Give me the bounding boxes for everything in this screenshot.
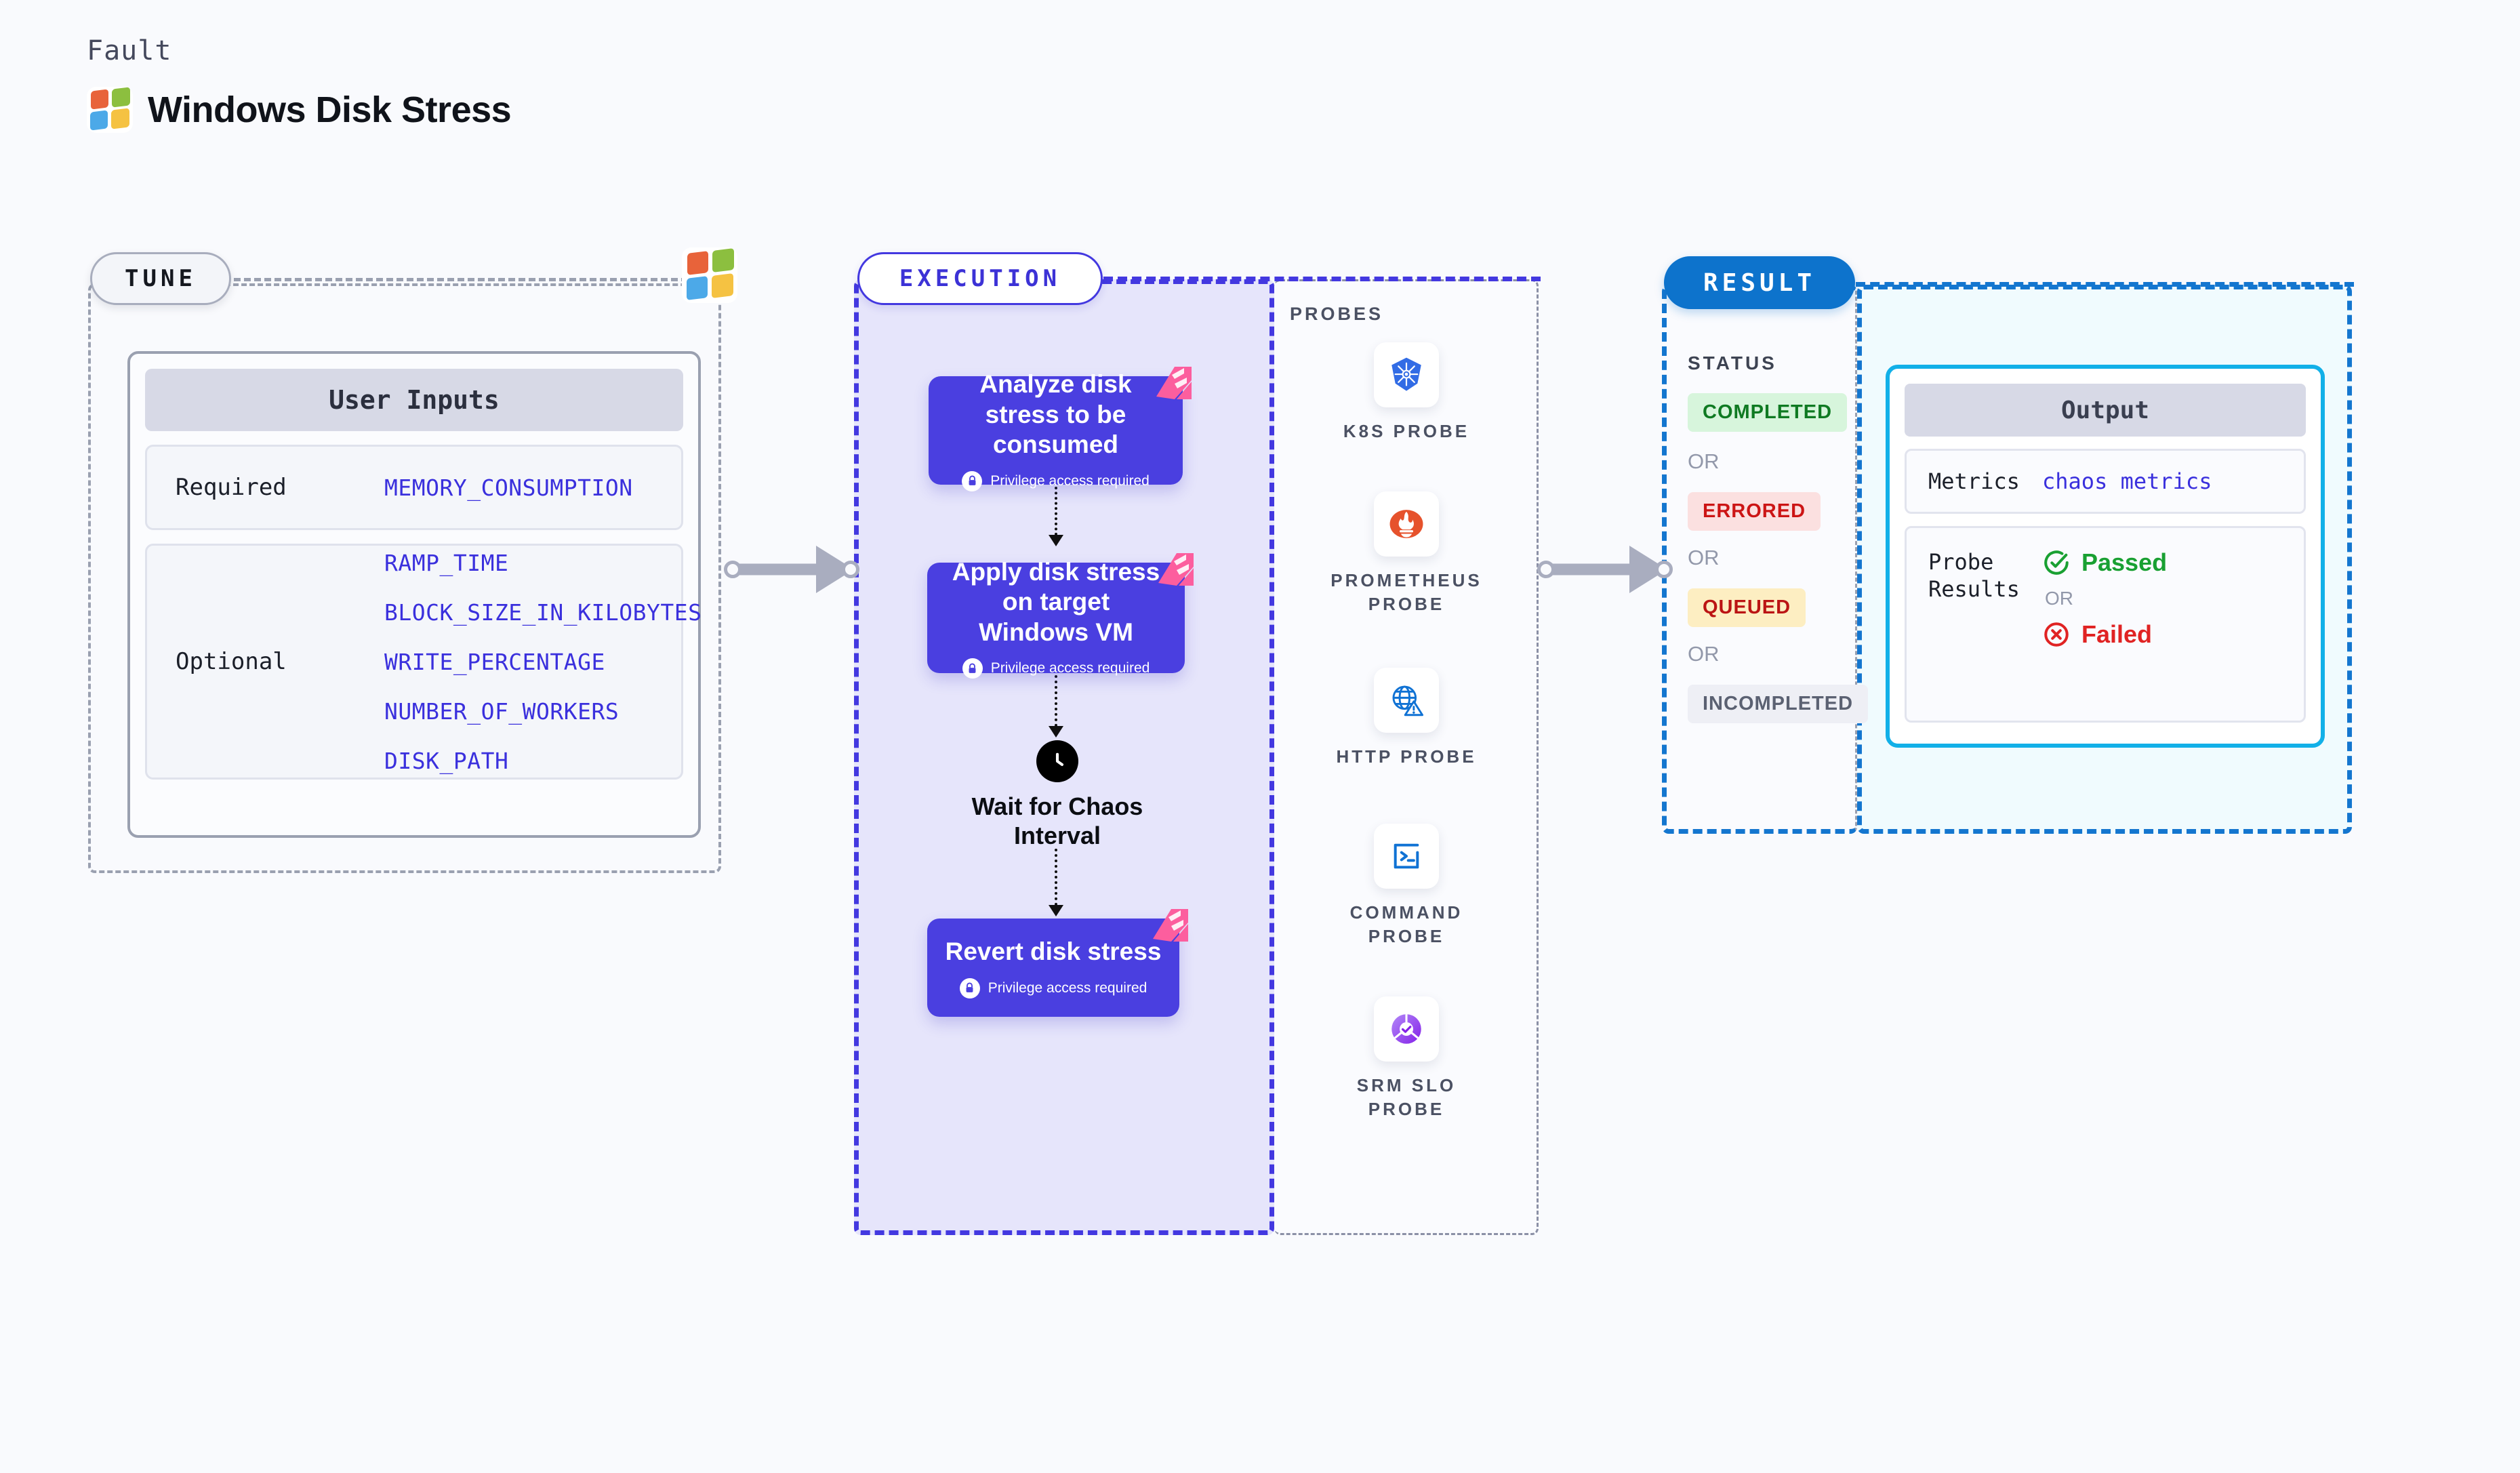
status-or-label: OR	[1688, 449, 1720, 473]
status-badge-label: QUEUED	[1703, 597, 1791, 618]
step1-to-step2-connector	[1048, 487, 1064, 546]
probe-item-prometheus[interactable]: PROMETHEUS PROBE	[1318, 491, 1495, 616]
execution-step-card[interactable]: Apply disk stress on target Windows VM P…	[927, 553, 1194, 679]
optional-input-item[interactable]: NUMBER_OF_WORKERS	[384, 698, 619, 725]
probes-title: PROBES	[1290, 304, 1384, 324]
probe-results-or-label: OR	[2045, 588, 2073, 609]
clock-icon	[1036, 740, 1078, 782]
passed-label: Passed	[2081, 548, 2168, 576]
windows-logo-icon-tune	[682, 247, 737, 303]
failed-label: Failed	[2081, 620, 2153, 648]
page-title: Windows Disk Stress	[148, 89, 512, 130]
probe-label: HTTP PROBE	[1336, 746, 1477, 767]
lock-icon	[962, 470, 983, 491]
execution-to-result-connector	[1537, 546, 1673, 593]
check-circle-icon	[2042, 548, 2071, 577]
required-input-item[interactable]: MEMORY_CONSUMPTION	[384, 474, 633, 501]
optional-input-item[interactable]: DISK_PATH	[384, 747, 509, 774]
tune-stage-pill[interactable]: TUNE	[90, 252, 231, 305]
probe-label: PROMETHEUS PROBE	[1330, 570, 1482, 615]
execution-step-title: Apply disk stress on target Windows VM	[952, 557, 1160, 646]
probe-item-command[interactable]: COMMAND PROBE	[1318, 824, 1495, 948]
prometheus-icon	[1374, 491, 1439, 557]
lock-icon	[962, 658, 983, 679]
probes-frame	[1274, 279, 1539, 1235]
harness-tag-icon	[1154, 365, 1194, 401]
execution-pill-connector	[1103, 277, 1541, 281]
optional-input-item[interactable]: WRITE_PERCENTAGE	[384, 648, 605, 675]
windows-logo-icon	[87, 87, 133, 133]
status-badge-label: ERRORED	[1703, 500, 1806, 522]
user-inputs-card-title: User Inputs	[145, 369, 683, 431]
status-badge-label: COMPLETED	[1703, 401, 1833, 423]
probe-item-k8s[interactable]: K8S PROBE	[1318, 342, 1495, 443]
metrics-row: Metrics chaos metrics	[1905, 449, 2306, 514]
required-label: Required	[176, 474, 287, 501]
execution-step-title: Analyze disk stress to be consumed	[979, 370, 1132, 459]
metrics-value[interactable]: chaos metrics	[2042, 468, 2212, 494]
harness-tag-icon	[1156, 552, 1196, 587]
lock-icon	[959, 977, 980, 998]
harness-tag-icon	[1151, 908, 1190, 943]
probe-result-passed: Passed	[2042, 548, 2167, 577]
http-globe-icon	[1374, 668, 1439, 733]
optional-input-item[interactable]: RAMP_TIME	[384, 549, 509, 576]
wait-for-chaos-interval-node: Wait for Chaos Interval	[969, 740, 1145, 850]
tune-to-execution-connector	[724, 546, 859, 593]
tune-pill-connector	[234, 278, 688, 281]
execution-pill-label: EXECUTION	[899, 265, 1061, 292]
status-badge-incompleted: INCOMPLETED	[1688, 685, 1869, 723]
execution-stage-pill[interactable]: EXECUTION	[857, 252, 1103, 305]
kubernetes-icon	[1374, 342, 1439, 407]
probe-item-http[interactable]: HTTP PROBE	[1318, 668, 1495, 769]
probe-label: SRM SLO PROBE	[1356, 1075, 1457, 1120]
terminal-icon	[1374, 824, 1439, 889]
status-or-label: OR	[1688, 546, 1720, 569]
status-badge-label: INCOMPLETED	[1703, 693, 1854, 714]
execution-step-subtitle: Privilege access required	[988, 980, 1147, 996]
probe-results-row: Probe Results Passed OR	[1905, 526, 2306, 723]
step2-to-wait-connector	[1048, 675, 1064, 738]
status-badge-errored: ERRORED	[1688, 492, 1821, 531]
status-or-label: OR	[1688, 642, 1720, 666]
status-badge-completed: COMPLETED	[1688, 393, 1848, 432]
probe-result-failed: Failed	[2042, 620, 2167, 649]
execution-step-subtitle: Privilege access required	[990, 660, 1150, 677]
probe-label: COMMAND PROBE	[1349, 902, 1463, 947]
output-card: Output Metrics chaos metrics Probe Resul…	[1886, 365, 2325, 748]
result-pill-connector	[1856, 282, 2354, 287]
srm-slo-icon	[1374, 996, 1439, 1062]
status-title: STATUS	[1688, 352, 1777, 374]
optional-label: Optional	[176, 648, 287, 675]
probe-results-label: Probe Results	[1928, 549, 2020, 602]
status-badge-queued: QUEUED	[1688, 588, 1806, 627]
result-stage-pill[interactable]: RESULT	[1664, 256, 1855, 309]
optional-input-item[interactable]: BLOCK_SIZE_IN_KILOBYTES	[384, 599, 702, 626]
wait-to-step3-connector	[1048, 849, 1064, 916]
output-card-title: Output	[1905, 384, 2306, 437]
execution-step-title: Revert disk stress	[945, 937, 1162, 966]
probe-label: K8S PROBE	[1343, 421, 1470, 441]
execution-step-card[interactable]: Revert disk stress Privilege access requ…	[927, 909, 1188, 1017]
probe-item-srm-slo[interactable]: SRM SLO PROBE	[1318, 996, 1495, 1121]
fault-kicker: Fault	[87, 35, 172, 66]
wait-node-label: Wait for Chaos Interval	[971, 792, 1143, 850]
optional-inputs-row: Optional RAMP_TIME BLOCK_SIZE_IN_KILOBYT…	[145, 544, 702, 780]
execution-step-card[interactable]: Analyze disk stress to be consumed Privi…	[929, 367, 1192, 491]
required-inputs-row: Required MEMORY_CONSUMPTION	[145, 445, 683, 530]
execution-step-subtitle: Privilege access required	[990, 472, 1150, 489]
user-inputs-card: User Inputs Required MEMORY_CONSUMPTION …	[127, 351, 702, 838]
page-header: Fault Windows Disk Stress	[87, 35, 512, 133]
tune-pill-label: TUNE	[125, 265, 197, 292]
metrics-label: Metrics	[1928, 468, 2020, 494]
result-pill-label: RESULT	[1703, 268, 1816, 297]
x-circle-icon	[2042, 620, 2071, 649]
tune-stage-frame	[88, 283, 721, 873]
